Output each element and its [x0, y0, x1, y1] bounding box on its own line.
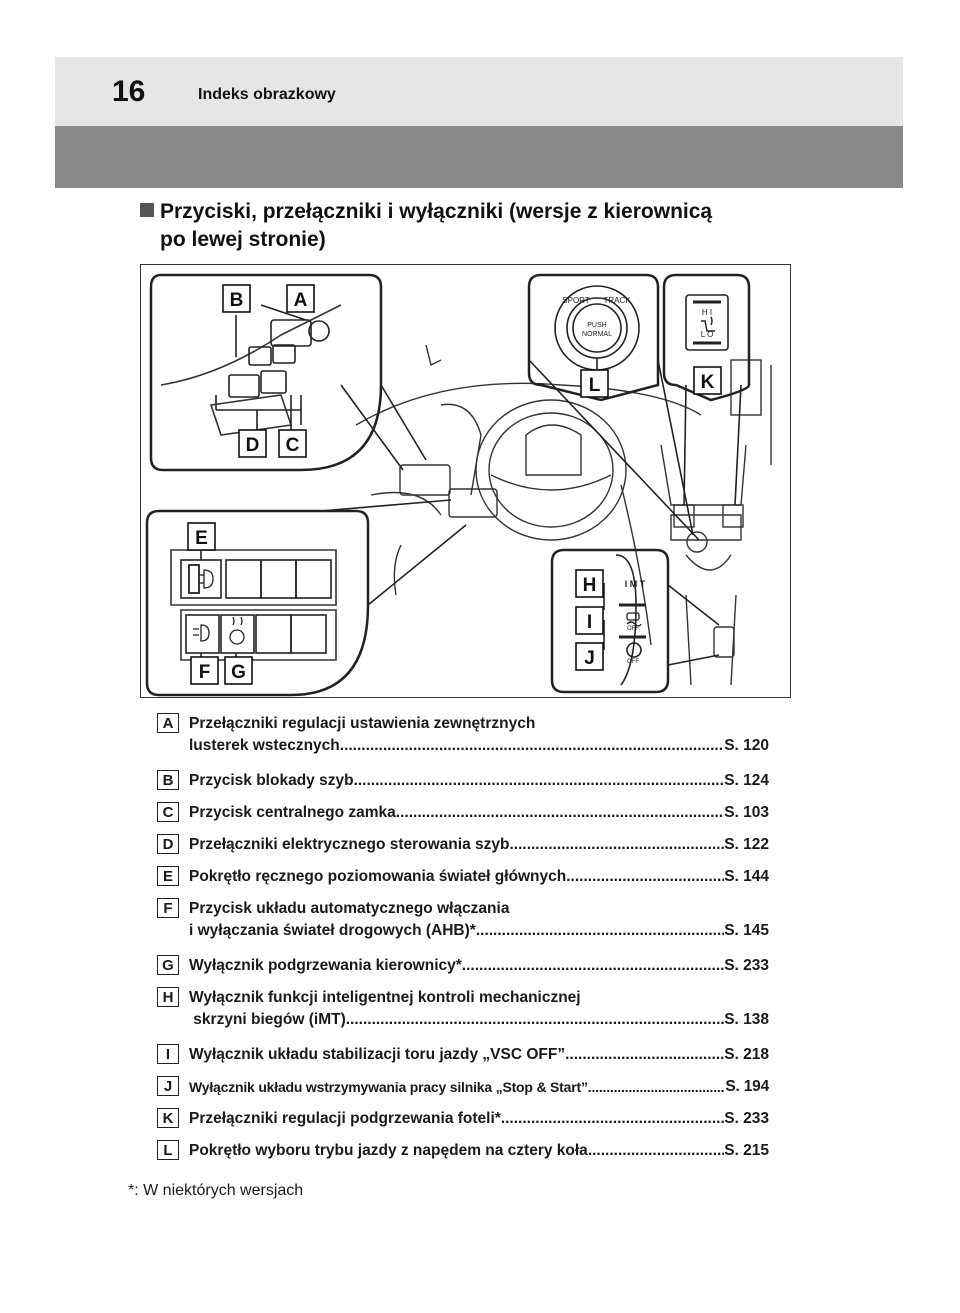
- knob-label-sport: SPORT: [562, 296, 590, 305]
- knob-label-track: TRACK: [603, 296, 631, 305]
- legend-page-ref: S. 138: [724, 1011, 769, 1028]
- callout-d: D: [246, 435, 260, 456]
- legend-letter: J: [157, 1076, 179, 1096]
- callout-k: K: [701, 372, 715, 393]
- ahb-icon: [193, 624, 210, 642]
- switch-label-imt: I M T: [625, 579, 646, 589]
- legend-label: lusterek wstecznych: [189, 737, 340, 754]
- header-bar: [55, 57, 903, 127]
- callout-box-d: [238, 429, 267, 458]
- header-title: Indeks obrazkowy: [198, 86, 336, 103]
- legend-line1: Wyłącznik funkcji inteligentnej kontroli…: [189, 989, 581, 1006]
- legend-page-ref: S. 145: [724, 922, 769, 939]
- callout-e: E: [195, 528, 208, 549]
- light-switch-inset: [145, 499, 467, 697]
- callout-box-i: [575, 606, 604, 635]
- drive-mode-inset: [527, 273, 700, 541]
- legend-letter: B: [157, 770, 179, 790]
- dashboard-outline: [355, 344, 772, 686]
- legend-page-ref: S. 124: [724, 772, 769, 789]
- callout-box-b: [222, 284, 251, 313]
- legend-label: Pokrętło ręcznego poziomowania świateł g…: [189, 868, 567, 885]
- callout-box-k: [693, 366, 722, 395]
- callout-box-f: [190, 656, 219, 685]
- legend-letter: H: [157, 987, 179, 1007]
- page-number: 16: [112, 75, 146, 108]
- legend-letter: C: [157, 802, 179, 822]
- callout-box-c: [278, 429, 307, 458]
- legend-letter: K: [157, 1108, 179, 1128]
- section-title-line1: Przyciski, przełączniki i wyłączniki (we…: [160, 200, 713, 223]
- square-bullet-icon: [140, 203, 154, 217]
- legend-line1: Przełączniki regulacji ustawienia zewnęt…: [189, 715, 536, 732]
- seat-label-hi: H I: [702, 308, 712, 317]
- steering-heater-icon: [229, 616, 245, 645]
- legend-page-ref: S. 194: [725, 1078, 769, 1095]
- seat-heater-icon: [701, 316, 715, 332]
- callout-l: L: [589, 375, 601, 396]
- door-switch-inset: [149, 273, 427, 472]
- legend-page-ref: S. 218: [724, 1046, 769, 1063]
- headlight-level-icon: [199, 569, 214, 589]
- legend-page-ref: S. 103: [724, 804, 769, 821]
- callout-box-g: [224, 656, 253, 685]
- legend-label: Przycisk blokady szyb: [189, 772, 354, 789]
- legend-page-ref: S. 144: [724, 868, 769, 885]
- callout-h: H: [583, 575, 597, 596]
- callout-j: J: [584, 648, 595, 669]
- legend-letter: I: [157, 1044, 179, 1064]
- drive-assist-inset: [550, 548, 720, 694]
- legend-page-ref: S. 233: [724, 1110, 769, 1127]
- legend-letter: L: [157, 1140, 179, 1160]
- section-band: [55, 126, 903, 188]
- legend-label: Wyłącznik podgrzewania kierownicy*: [189, 957, 462, 974]
- legend-page-ref: S. 120: [724, 737, 769, 754]
- legend-label: Przycisk centralnego zamka: [189, 804, 396, 821]
- knob-label-normal: NORMAL: [582, 331, 612, 338]
- section-title: Przyciski, przełączniki i wyłączniki (we…: [140, 198, 712, 254]
- legend-label: Przełączniki regulacji podgrzewania fote…: [189, 1110, 501, 1127]
- legend-page-ref: S. 215: [724, 1142, 769, 1159]
- legend-letter: D: [157, 834, 179, 854]
- callout-f: F: [199, 662, 211, 683]
- legend-page-ref: S. 233: [724, 957, 769, 974]
- legend-letter: G: [157, 955, 179, 975]
- callout-box-j: [575, 642, 604, 671]
- callout-b: B: [230, 290, 244, 311]
- callout-a: A: [294, 290, 308, 311]
- legend-label: Przełączniki elektrycznego sterowania sz…: [189, 836, 510, 853]
- footnote: *: W niektórych wersjach: [128, 1182, 304, 1199]
- legend-letter: F: [157, 898, 179, 918]
- vsc-off-icon: [626, 612, 642, 627]
- seat-label-lo: L O: [701, 330, 714, 339]
- switch-label-off-1: OFF: [627, 626, 639, 632]
- switch-label-off-2: OFF: [627, 659, 639, 665]
- legend-label: Wyłącznik układu wstrzymywania pracy sil…: [189, 1079, 588, 1095]
- callout-c: C: [286, 435, 300, 456]
- callout-g: G: [231, 662, 246, 683]
- knob-label-push: PUSH: [587, 322, 606, 329]
- legend-letter: A: [157, 713, 179, 733]
- legend-label: Pokrętło wyboru trybu jazdy z napędem na…: [189, 1142, 588, 1159]
- legend-letter: E: [157, 866, 179, 886]
- dashboard-illustration: SPORT TRACK PUSH NORMAL H I L O I M T OF…: [140, 264, 791, 698]
- dashboard-drawing: SPORT TRACK PUSH NORMAL H I L O I M T OF…: [145, 273, 772, 697]
- legend-page-ref: S. 122: [724, 836, 769, 853]
- callout-box-a: [286, 284, 315, 313]
- callout-box-e: [187, 522, 216, 551]
- legend-label: Wyłącznik układu stabilizacji toru jazdy…: [189, 1046, 566, 1063]
- legend-line1: Przycisk układu automatycznego włączania: [189, 900, 510, 917]
- legend-label: skrzyni biegów (iMT): [189, 1011, 346, 1028]
- legend-label: i wyłączania świateł drogowych (AHB)*: [189, 922, 476, 939]
- section-title-line2: po lewej stronie): [160, 228, 326, 251]
- callout-box-h: [575, 569, 604, 598]
- seat-heater-inset: [662, 273, 751, 506]
- callout-i: I: [587, 612, 592, 633]
- callout-box-l: [580, 369, 609, 398]
